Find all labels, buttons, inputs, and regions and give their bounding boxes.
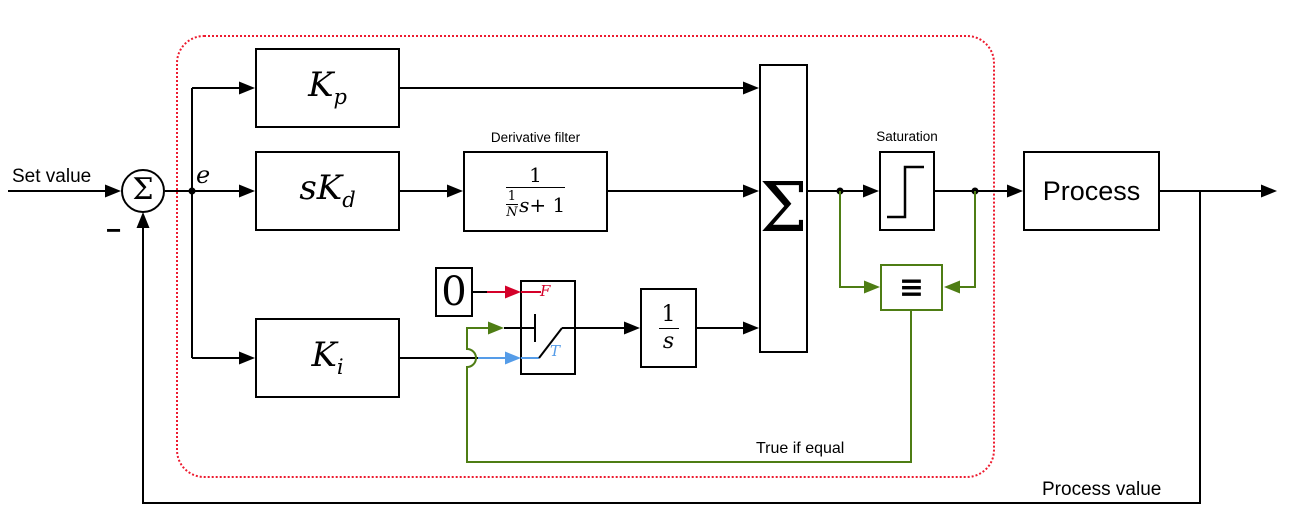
ki-block: Ki xyxy=(255,318,400,398)
saturation-label: Saturation xyxy=(876,129,938,144)
switch-true-label: T xyxy=(550,342,561,360)
setpoint-sum-junction: Σ xyxy=(121,169,165,213)
arrowhead xyxy=(1007,184,1023,198)
ki-label: Ki xyxy=(311,335,344,379)
integrator-block: 1 s xyxy=(640,288,697,368)
kp-block: Kp xyxy=(255,48,400,128)
derivative-filter-label: Derivative filter xyxy=(490,130,581,145)
switch-false-label: F xyxy=(540,282,551,300)
minus-sign: − xyxy=(106,215,122,245)
arrowhead xyxy=(136,212,150,228)
zero-label: 0 xyxy=(441,269,467,315)
arrowhead xyxy=(105,184,121,198)
equality-symbol: ≡ xyxy=(898,269,925,305)
sum-block: Σ xyxy=(759,64,808,353)
skd-block: sKd xyxy=(255,151,400,231)
true-if-equal-label: True if equal xyxy=(756,440,845,457)
set-value-label: Set value xyxy=(12,166,92,187)
arrowhead xyxy=(1261,184,1277,198)
sum-junction-symbol: Σ xyxy=(132,172,154,207)
kp-label: Kp xyxy=(308,65,347,109)
process-value-label: Process value xyxy=(1042,479,1162,500)
process-label: Process xyxy=(1042,175,1141,206)
integrator-formula: 1 s xyxy=(658,303,679,353)
equality-block: ≡ xyxy=(880,264,943,311)
saturation-block xyxy=(879,151,935,231)
skd-label: sKd xyxy=(299,168,356,212)
sum-symbol: Σ xyxy=(759,168,808,248)
zero-constant-block: 0 xyxy=(435,267,473,317)
error-signal-label: e xyxy=(196,161,211,189)
process-block: Process xyxy=(1023,151,1160,231)
